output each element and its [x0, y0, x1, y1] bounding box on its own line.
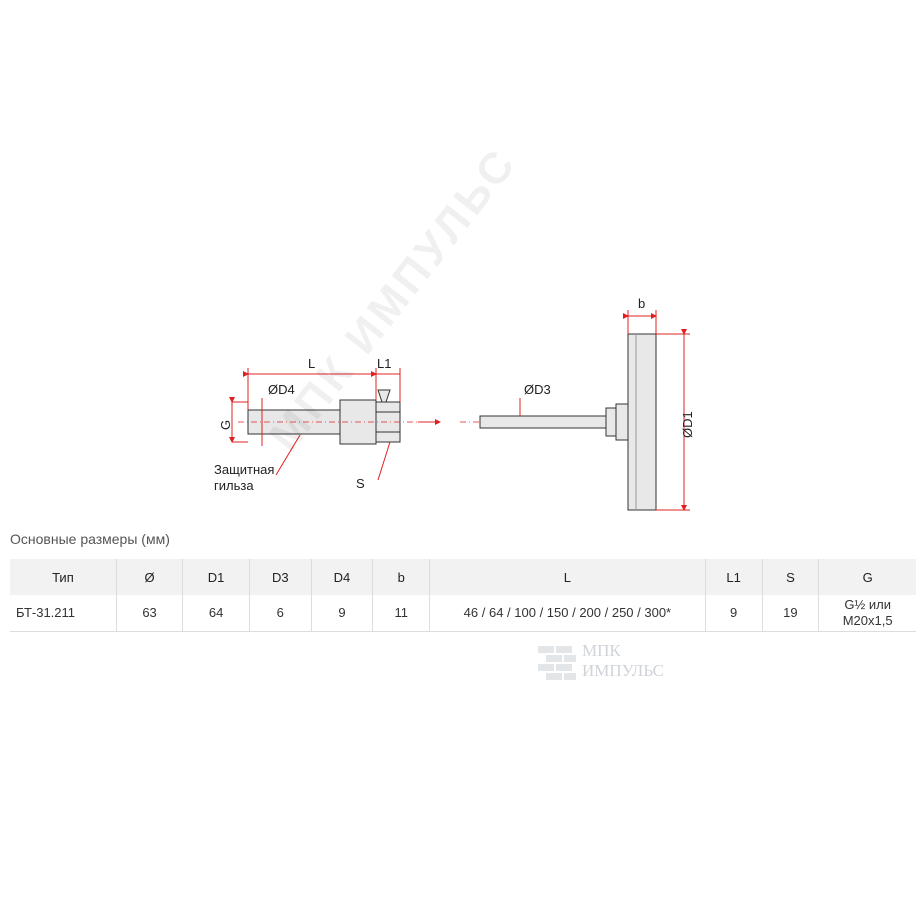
cell-g-line1: G½ или — [844, 597, 891, 612]
dimensions-table: Тип Ø D1 D3 D4 b L L1 S G БТ-31.211 63 6… — [10, 559, 916, 632]
cell-l: 46 / 64 / 100 / 150 / 200 / 250 / 300* — [429, 595, 706, 632]
label-L1: L1 — [377, 356, 391, 371]
table-row: БТ-31.211 63 64 6 9 11 46 / 64 / 100 / 1… — [10, 595, 916, 632]
header-s: S — [761, 559, 819, 595]
header-d1: D1 — [182, 559, 250, 595]
header-g: G — [818, 559, 916, 595]
cell-l1: 9 — [704, 595, 762, 632]
table-caption: Основные размеры (мм) — [10, 531, 170, 547]
brick-logo-icon — [538, 646, 576, 680]
cell-type: БТ-31.211 — [10, 595, 117, 632]
label-S: S — [356, 476, 365, 491]
header-d4: D4 — [310, 559, 373, 595]
label-D4: ØD4 — [268, 382, 295, 397]
label-L: L — [308, 356, 315, 371]
logo-line2: ИМПУЛЬС — [582, 661, 664, 680]
cell-d1: 64 — [182, 595, 250, 632]
cell-d4: 9 — [310, 595, 373, 632]
header-l: L — [429, 559, 706, 595]
left-dimensions — [229, 368, 401, 481]
table-header-row: Тип Ø D1 D3 D4 b L L1 S G — [10, 559, 916, 595]
watermark-logo: МПК ИМПУЛЬС — [538, 640, 688, 688]
label-b: b — [638, 296, 645, 311]
label-G: G — [218, 420, 233, 430]
cell-dia: 63 — [115, 595, 183, 632]
thermowell-sleeve — [238, 389, 430, 445]
header-dia: Ø — [115, 559, 183, 595]
header-l1: L1 — [704, 559, 762, 595]
technical-drawing: L L1 ØD4 G Защитная гильза S ØD3 b ØD1 — [214, 296, 695, 511]
cell-g: G½ или M20x1,5 — [818, 595, 916, 632]
header-type: Тип — [10, 559, 117, 595]
label-D3: ØD3 — [524, 382, 551, 397]
label-sleeve-1: Защитная — [214, 462, 274, 477]
header-b: b — [372, 559, 430, 595]
cell-b: 11 — [372, 595, 430, 632]
header-d3: D3 — [248, 559, 312, 595]
cell-d3: 6 — [248, 595, 312, 632]
label-sleeve-2: гильза — [214, 478, 254, 493]
logo-line1: МПК — [582, 641, 621, 660]
cell-s: 19 — [761, 595, 819, 632]
cell-g-line2: M20x1,5 — [842, 613, 893, 628]
thermometer-body — [479, 333, 657, 511]
label-D1: ØD1 — [680, 411, 695, 438]
right-dimensions — [519, 310, 690, 511]
